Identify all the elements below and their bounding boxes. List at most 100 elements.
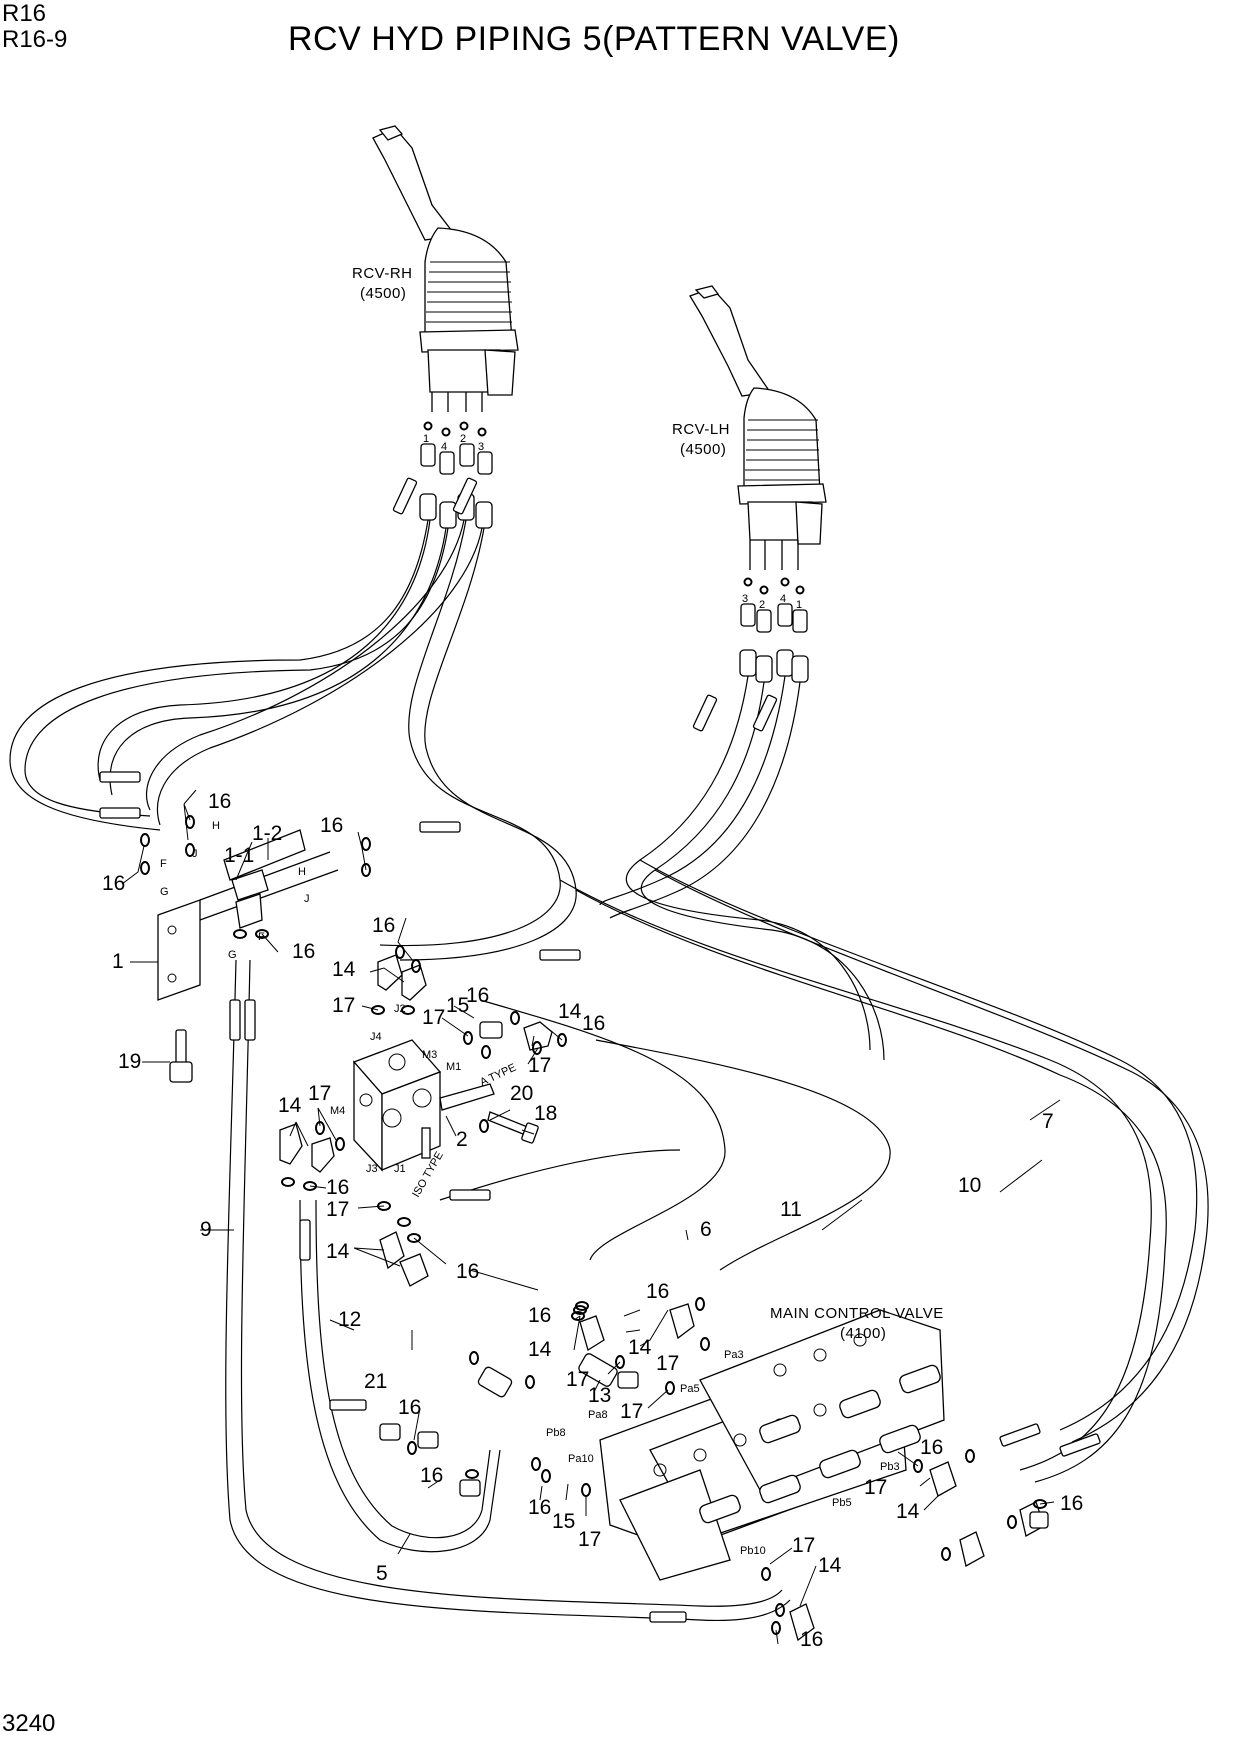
port-h-right: H bbox=[298, 866, 306, 878]
callout-9: 9 bbox=[200, 1218, 212, 1241]
port-h-left: H bbox=[212, 820, 220, 832]
callout-12: 12 bbox=[338, 1308, 361, 1331]
port-g-left: G bbox=[160, 886, 169, 898]
callout-14: 14 bbox=[528, 1338, 552, 1361]
callout-15: 15 bbox=[552, 1510, 575, 1533]
fitting-block-1-1 bbox=[231, 869, 269, 929]
hose-bundle-lh bbox=[599, 675, 885, 1061]
rh-port-3: 3 bbox=[478, 441, 484, 453]
port-j4: J4 bbox=[370, 1031, 382, 1043]
callout-14: 14 bbox=[628, 1336, 652, 1359]
callout-17: 17 bbox=[578, 1528, 601, 1551]
callout-19: 19 bbox=[118, 1050, 141, 1073]
lh-port-3: 3 bbox=[742, 593, 748, 605]
callout-7: 7 bbox=[1042, 1110, 1054, 1133]
hose-crimp-sleeves bbox=[99, 477, 1101, 1623]
callout-20: 20 bbox=[510, 1082, 533, 1105]
o-rings bbox=[140, 815, 1047, 1635]
callout-17: 17 bbox=[656, 1352, 679, 1375]
callout-16: 16 bbox=[1060, 1492, 1083, 1515]
port-j3: J3 bbox=[366, 1163, 378, 1175]
callout-14: 14 bbox=[332, 958, 356, 981]
callout-11: 11 bbox=[780, 1198, 802, 1221]
callout-13: 13 bbox=[588, 1384, 611, 1407]
rcv-rh-code: (4500) bbox=[360, 285, 406, 302]
port-pb3: Pb3 bbox=[880, 1461, 900, 1473]
port-j2: J2 bbox=[394, 1003, 406, 1015]
page-title: RCV HYD PIPING 5(PATTERN VALVE) bbox=[288, 20, 900, 58]
rh-port-4: 4 bbox=[441, 441, 447, 453]
callout-15: 15 bbox=[446, 994, 469, 1017]
port-m1: M1 bbox=[446, 1061, 461, 1073]
rcv-lh-joystick bbox=[689, 285, 827, 545]
callout-6: 6 bbox=[700, 1218, 712, 1241]
callout-1-2: 1-2 bbox=[252, 822, 282, 845]
lh-port-2: 2 bbox=[759, 599, 765, 611]
rcv-rh-joystick bbox=[372, 125, 519, 396]
callout-14: 14 bbox=[326, 1240, 350, 1263]
port-pa8: Pa8 bbox=[588, 1409, 608, 1421]
port-j1: J1 bbox=[394, 1163, 406, 1175]
callout-17: 17 bbox=[864, 1476, 887, 1499]
callout-16: 16 bbox=[646, 1280, 669, 1303]
port-pa3: Pa3 bbox=[724, 1349, 744, 1361]
callout-16: 16 bbox=[582, 1012, 605, 1035]
callout-1: 1 bbox=[112, 950, 124, 973]
callout-17: 17 bbox=[620, 1400, 643, 1423]
callout-16: 16 bbox=[420, 1464, 443, 1487]
main-control-valve bbox=[599, 1309, 945, 1581]
port-pb10: Pb10 bbox=[740, 1545, 766, 1557]
bolt-19 bbox=[169, 1029, 193, 1083]
model-code: R16 bbox=[2, 0, 47, 27]
rcv-lh-port-stubs bbox=[739, 540, 809, 683]
callout-16: 16 bbox=[320, 814, 343, 837]
lh-port-4: 4 bbox=[780, 593, 786, 605]
callout-16: 16 bbox=[102, 872, 125, 895]
callout-17: 17 bbox=[566, 1368, 589, 1391]
page-number: 3240 bbox=[2, 1710, 56, 1737]
callout-14: 14 bbox=[818, 1554, 842, 1577]
callout-17: 17 bbox=[528, 1054, 551, 1077]
port-j-left: J bbox=[192, 848, 198, 860]
callout-16: 16 bbox=[920, 1436, 943, 1459]
callout-17: 17 bbox=[308, 1082, 331, 1105]
port-f-left: F bbox=[160, 858, 167, 870]
port-pa5: Pa5 bbox=[680, 1383, 700, 1395]
callout-16: 16 bbox=[372, 914, 395, 937]
mounting-bracket bbox=[157, 829, 339, 1001]
adapters-15-13-21 bbox=[379, 1021, 1049, 1529]
callout-16: 16 bbox=[466, 984, 489, 1007]
callout-14: 14 bbox=[278, 1094, 302, 1117]
callout-21: 21 bbox=[364, 1370, 387, 1393]
callout-1-1: 1-1 bbox=[224, 844, 254, 867]
rh-port-2: 2 bbox=[460, 433, 466, 445]
callout-16: 16 bbox=[456, 1260, 479, 1283]
rcv-lh-label: RCV-LH bbox=[672, 421, 730, 438]
callout-17: 17 bbox=[422, 1006, 445, 1029]
leader-lines bbox=[121, 789, 1061, 1645]
port-m4: M4 bbox=[330, 1105, 345, 1117]
port-pa10: Pa10 bbox=[568, 1453, 594, 1465]
port-f-right: F bbox=[258, 931, 265, 943]
lh-port-1: 1 bbox=[796, 599, 802, 611]
callout-17: 17 bbox=[792, 1534, 815, 1557]
port-g-right: G bbox=[228, 949, 237, 961]
callout-5: 5 bbox=[376, 1562, 388, 1585]
callout-17: 17 bbox=[332, 994, 355, 1017]
long-hoses bbox=[225, 859, 1209, 1622]
callout-2: 2 bbox=[456, 1128, 468, 1151]
callout-14: 14 bbox=[896, 1500, 920, 1523]
callout-14: 14 bbox=[558, 1000, 582, 1023]
port-pb5: Pb5 bbox=[832, 1497, 852, 1509]
mcv-code: (4100) bbox=[840, 1325, 886, 1342]
hose-bundle-rh bbox=[9, 519, 577, 961]
port-j-right: J bbox=[304, 893, 310, 905]
rh-port-1: 1 bbox=[423, 433, 429, 445]
callout-18: 18 bbox=[534, 1102, 557, 1125]
port-pb8: Pb8 bbox=[546, 1427, 566, 1439]
callout-16: 16 bbox=[292, 940, 315, 963]
port-m3: M3 bbox=[422, 1049, 437, 1061]
callout-16: 16 bbox=[398, 1396, 421, 1419]
callout-16: 16 bbox=[800, 1628, 823, 1651]
callout-16: 16 bbox=[208, 790, 231, 813]
